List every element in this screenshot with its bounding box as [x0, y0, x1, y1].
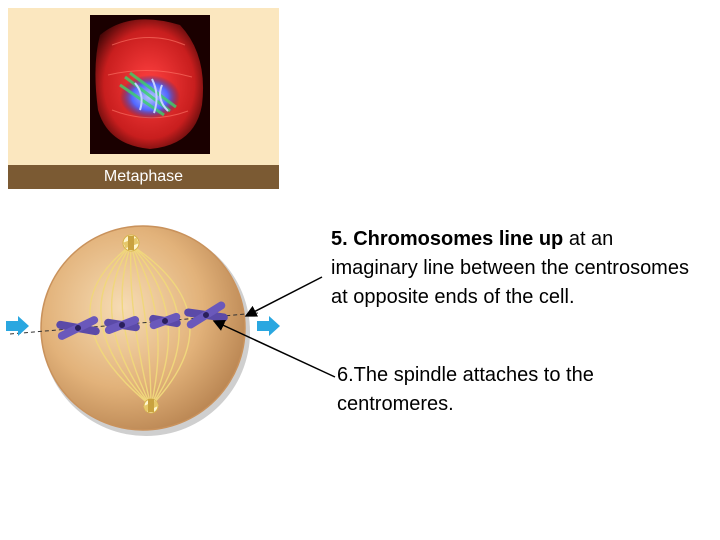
right-arrow-icon — [257, 316, 280, 336]
metaphase-micrograph — [90, 15, 210, 154]
step5-label-bold: 5. Chromosomes line up — [331, 228, 563, 250]
centrosome-bottom — [143, 399, 158, 413]
centrosome-top — [123, 235, 139, 251]
micrograph-caption: Metaphase — [8, 165, 279, 189]
metaphase-cell-diagram — [0, 210, 320, 450]
step6-label: 6.The spindle attaches to the centromere… — [337, 361, 637, 419]
step5-label: 5. Chromosomes line up at an imaginary l… — [331, 225, 691, 312]
micrograph-panel: Metaphase — [8, 8, 279, 181]
